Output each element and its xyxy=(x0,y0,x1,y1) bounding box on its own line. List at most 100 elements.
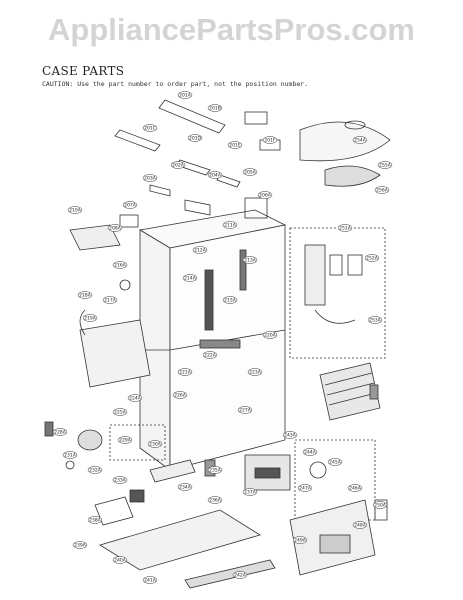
part-label: 201E xyxy=(229,143,241,149)
part-label-bubble xyxy=(182,274,198,282)
part-label: 216A xyxy=(114,263,127,269)
part-label: 246A xyxy=(349,486,362,492)
part-label-bubble xyxy=(127,394,143,402)
part-label-bubble xyxy=(222,221,238,229)
part-label: 239A xyxy=(74,543,87,549)
part-label: 236A xyxy=(209,498,222,504)
condenser xyxy=(319,362,381,421)
part-label: 204A xyxy=(209,173,222,179)
part-label: 252A xyxy=(366,256,379,262)
part-label-bubble xyxy=(364,254,380,262)
part-label-bubble xyxy=(122,201,138,209)
left-side-parts xyxy=(69,214,151,388)
part-label: 248A xyxy=(354,523,367,529)
part-label: 247A xyxy=(299,486,312,492)
part-label: 205A xyxy=(244,170,257,176)
compressor-assembly xyxy=(44,421,166,470)
part-label-bubble xyxy=(62,451,78,459)
part-label: 249A xyxy=(294,538,307,544)
part-label: 243A xyxy=(284,433,297,439)
page-title: CASE PARTS xyxy=(42,64,125,78)
part-label: 201D xyxy=(189,136,202,142)
part-label-bubble xyxy=(202,351,218,359)
part-label: 234A xyxy=(179,485,192,491)
part-label-bubble xyxy=(327,458,343,466)
part-label-bubble xyxy=(242,256,258,264)
part-label: 203A xyxy=(144,176,157,182)
part-label-bubble xyxy=(377,161,393,169)
part-label: 208A xyxy=(109,226,122,232)
part-label-bubble xyxy=(142,124,158,132)
part-label-bubble xyxy=(142,174,158,182)
part-label-bubble xyxy=(347,484,363,492)
part-label-bubble xyxy=(187,134,203,142)
part-label: 201C xyxy=(144,126,156,132)
part-label: 255A xyxy=(379,163,392,169)
part-label: 251A xyxy=(339,226,352,232)
control-box-detail xyxy=(289,227,386,359)
part-label: 238A xyxy=(89,518,102,524)
part-label: 231A xyxy=(64,453,77,459)
top-hinge-parts xyxy=(114,99,281,219)
part-label: 244A xyxy=(304,450,317,456)
cabinet-body xyxy=(138,209,287,471)
part-label-bubble xyxy=(192,246,208,254)
part-label-bubble xyxy=(367,316,383,324)
part-label-bubble xyxy=(352,136,368,144)
part-label: 256A xyxy=(376,188,389,194)
part-label: 214A xyxy=(184,276,197,282)
part-label-bubble xyxy=(237,406,253,414)
part-label-bubble xyxy=(207,104,223,112)
part-label-bubble xyxy=(227,141,243,149)
part-label-bubble xyxy=(337,224,353,232)
part-label: 223A xyxy=(249,370,262,376)
part-label: 250A xyxy=(374,503,387,509)
part-label-bubble xyxy=(177,483,193,491)
part-label-bubble xyxy=(117,436,133,444)
part-label-bubble xyxy=(142,576,158,584)
part-label: 245A xyxy=(329,460,342,466)
part-label-bubble xyxy=(82,314,98,322)
part-label: 212A xyxy=(194,248,207,254)
part-label: 210A xyxy=(69,208,82,214)
part-label-bubble xyxy=(297,484,313,492)
part-label: 235A xyxy=(209,468,222,474)
part-label: 227A xyxy=(239,408,252,414)
part-label: 211A xyxy=(224,223,237,229)
part-label: 213A xyxy=(244,258,257,264)
part-label-bubble xyxy=(257,191,273,199)
part-label-bubble xyxy=(102,296,118,304)
part-label-bubble xyxy=(302,448,318,456)
part-label-bubble xyxy=(177,91,193,99)
part-label-bubble xyxy=(207,466,223,474)
part-label: 233A xyxy=(114,478,127,484)
caution-note: CAUTION: Use the part number to order pa… xyxy=(42,80,309,88)
part-label-bubble xyxy=(112,556,128,564)
part-label-bubble xyxy=(112,408,128,416)
part-label: 201F xyxy=(264,138,276,144)
part-label-bubble xyxy=(262,331,278,339)
part-label-bubble xyxy=(207,171,223,179)
part-label-bubble xyxy=(172,391,188,399)
part-label: 224A xyxy=(129,396,142,402)
part-label-bubble xyxy=(292,536,308,544)
part-label-bubble xyxy=(177,368,193,376)
part-label-bubble xyxy=(72,541,88,549)
part-label: 215A xyxy=(224,298,237,304)
watermark-logo-text: AppliancePartsPros.com xyxy=(48,12,415,47)
part-label: 218A xyxy=(79,293,92,299)
part-label-bubble xyxy=(87,516,103,524)
part-label: 202A xyxy=(172,163,185,169)
part-label-bubble xyxy=(107,224,123,232)
part-label: 207A xyxy=(124,203,137,209)
part-label-bubble xyxy=(112,261,128,269)
part-label-bubble xyxy=(147,440,163,448)
part-label: 253A xyxy=(369,318,382,324)
part-label: 237A xyxy=(244,490,257,496)
part-label-bubble xyxy=(242,168,258,176)
part-label-bubble xyxy=(112,476,128,484)
part-label: 254A xyxy=(354,138,367,144)
part-label: 228A xyxy=(54,430,67,436)
lamp-cover-assembly xyxy=(299,120,391,187)
